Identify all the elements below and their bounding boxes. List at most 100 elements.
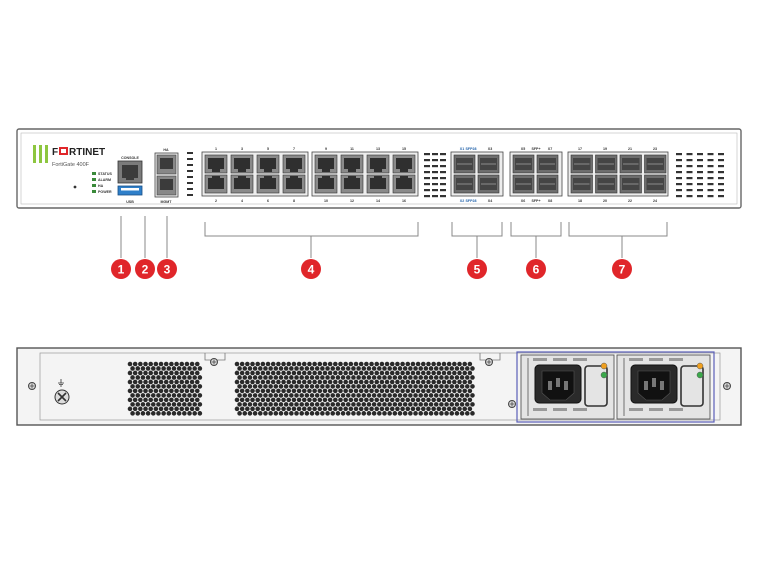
- vent-hole: [169, 379, 174, 385]
- vent-hole: [462, 388, 468, 394]
- vent-hole: [358, 370, 364, 376]
- vent-hole: [143, 388, 148, 394]
- vent-slot: [686, 171, 693, 174]
- sfp-port: [595, 174, 618, 194]
- vent-hole: [377, 402, 382, 407]
- vent-hole: [265, 406, 271, 412]
- vent-hole: [433, 375, 439, 380]
- port-label: 19: [603, 147, 607, 151]
- vent-hole: [338, 397, 343, 403]
- vent-hole: [301, 379, 307, 385]
- port-label: X1: [460, 147, 464, 151]
- vent-hole: [353, 397, 359, 403]
- vent-hole: [179, 370, 185, 376]
- port-label: X3: [488, 147, 492, 151]
- port-label: 18: [578, 199, 582, 203]
- vent-hole: [163, 397, 169, 403]
- vent-hole: [135, 366, 141, 371]
- vent-hole: [242, 393, 248, 398]
- vent-slot: [707, 183, 714, 186]
- vent-hole: [335, 366, 341, 371]
- port-label: 13: [376, 147, 380, 151]
- vent-hole: [158, 388, 164, 394]
- vent-hole: [449, 375, 455, 380]
- sfp-port: [570, 154, 593, 174]
- vent-hole: [135, 402, 141, 407]
- reset-pinhole: [73, 185, 77, 189]
- vent-hole: [351, 366, 356, 371]
- vent-hole: [335, 411, 341, 416]
- vent-slot: [707, 177, 714, 180]
- vent-hole: [464, 393, 470, 398]
- vent-hole: [194, 406, 200, 412]
- vent-hole: [268, 393, 273, 398]
- vent-hole: [322, 397, 328, 403]
- port-label: 9: [325, 147, 327, 151]
- callout-badge: 5: [467, 259, 487, 279]
- vent-hole: [255, 388, 260, 394]
- vent-hole: [263, 402, 268, 407]
- vent-slot: [697, 165, 703, 168]
- sfp-port: [477, 174, 500, 194]
- mgmt-label: MGMT: [161, 200, 173, 204]
- vent-hole: [402, 402, 408, 407]
- vent-hole: [304, 384, 310, 389]
- vent-hole: [312, 379, 317, 385]
- vent-hole: [436, 379, 442, 385]
- callout-number: 7: [619, 263, 626, 277]
- vent-slot: [424, 165, 430, 168]
- port-label: 16: [402, 199, 406, 203]
- vent-hole: [358, 361, 364, 367]
- vent-hole: [174, 388, 179, 394]
- ac-power-socket: [534, 364, 582, 404]
- vent-slot: [718, 159, 724, 162]
- vent-hole: [333, 397, 338, 403]
- vent-hole: [257, 375, 263, 380]
- vent-hole: [397, 384, 403, 389]
- vent-hole: [278, 366, 284, 371]
- vent-hole: [182, 366, 187, 371]
- vent-hole: [309, 375, 315, 380]
- vent-hole: [415, 397, 421, 403]
- vent-hole: [353, 361, 359, 367]
- psu-power-led: [600, 371, 608, 379]
- vent-hole: [351, 393, 356, 398]
- vent-hole: [395, 370, 400, 376]
- vent-hole: [291, 397, 297, 403]
- vent-hole: [156, 375, 161, 380]
- vent-hole: [436, 406, 442, 412]
- vent-hole: [166, 384, 172, 389]
- vent-hole: [148, 406, 153, 412]
- vent-hole: [345, 375, 351, 380]
- vent-hole: [452, 370, 457, 376]
- vent-hole: [169, 397, 174, 403]
- vent-hole: [454, 375, 460, 380]
- vent-hole: [457, 388, 462, 394]
- vent-hole: [296, 388, 302, 394]
- vent-hole: [397, 411, 403, 416]
- vent-hole: [197, 375, 203, 380]
- rj45-port: [392, 154, 416, 174]
- vent-hole: [184, 370, 190, 376]
- sfp-port: [644, 174, 667, 194]
- vent-hole: [187, 402, 192, 407]
- vent-hole: [247, 375, 253, 380]
- vent-hole: [441, 379, 447, 385]
- vent-hole: [343, 361, 348, 367]
- vent-hole: [418, 411, 424, 416]
- vent-hole: [314, 375, 320, 380]
- vent-hole: [239, 388, 245, 394]
- callout-badge: 6: [526, 259, 546, 279]
- vent-hole: [273, 411, 279, 416]
- vent-hole: [374, 388, 380, 394]
- vent-hole: [400, 397, 405, 403]
- vent-hole: [135, 375, 141, 380]
- vent-hole: [143, 379, 148, 385]
- sfp-port: [477, 154, 500, 174]
- vent-hole: [340, 384, 346, 389]
- vent-hole: [163, 379, 169, 385]
- vent-hole: [145, 393, 151, 398]
- vent-hole: [327, 397, 333, 403]
- vent-hole: [283, 366, 289, 371]
- vent-hole: [278, 402, 284, 407]
